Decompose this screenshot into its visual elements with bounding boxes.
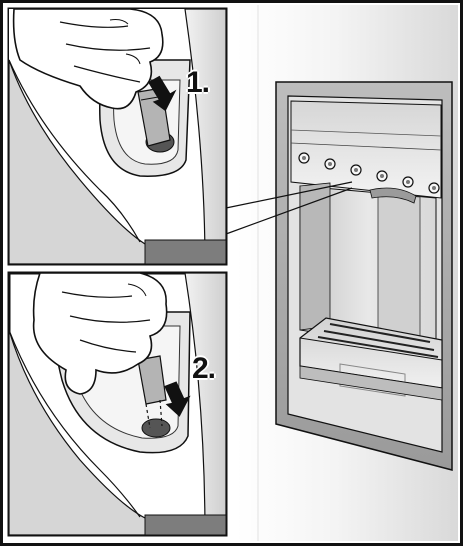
step-2-label: 2.: [192, 352, 215, 386]
step-1-illustration: [9, 9, 226, 264]
indicator-light-center: [354, 168, 358, 172]
indicator-light-center: [432, 186, 436, 190]
indicator-light-center: [302, 156, 306, 160]
indicator-light-center: [406, 180, 410, 184]
indicator-light-center: [328, 162, 332, 166]
control-strip: [291, 101, 441, 198]
step-1-label: 1.: [186, 66, 209, 100]
dispenser-overview: [236, 5, 458, 541]
indicator-light-center: [380, 174, 384, 178]
